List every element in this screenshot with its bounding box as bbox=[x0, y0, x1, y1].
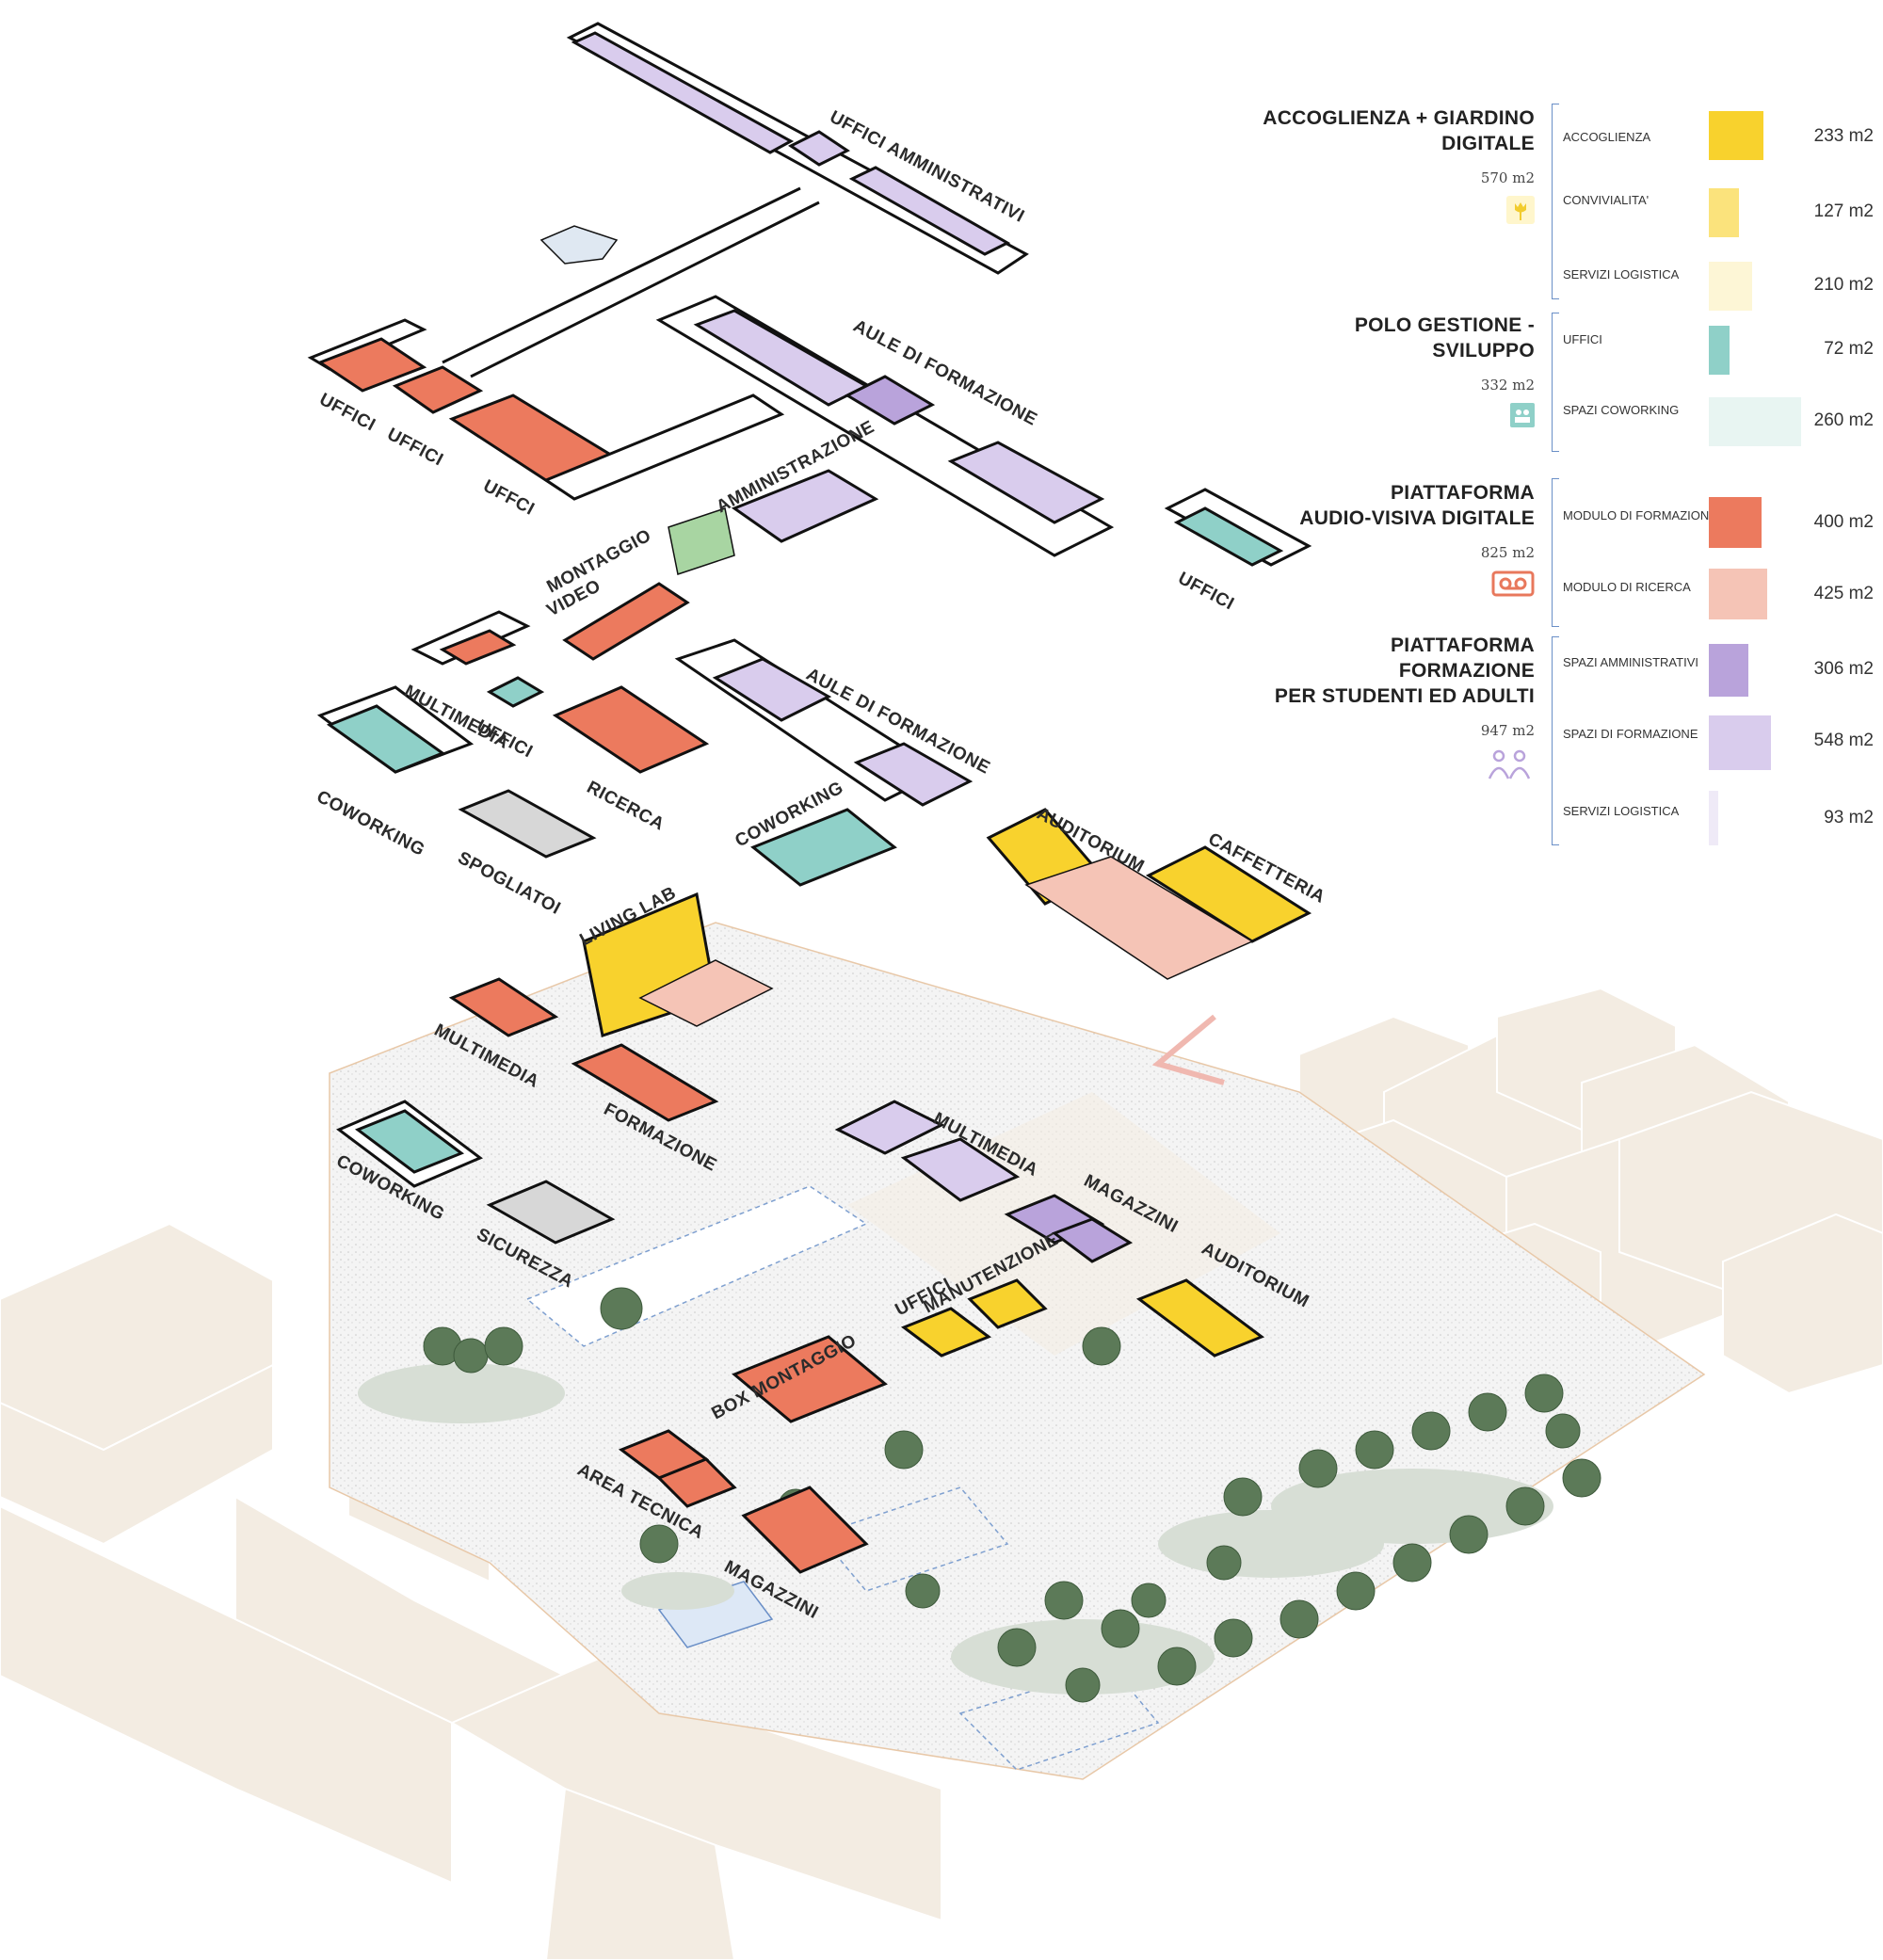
legend-item-value: 548 m2 bbox=[1813, 731, 1874, 750]
legend-item-value: 210 m2 bbox=[1813, 275, 1874, 295]
legend-item-label: ACCOGLIENZA bbox=[1563, 130, 1651, 144]
people-board-icon bbox=[1510, 403, 1535, 432]
legend-item-label: MODULO DI RICERCA bbox=[1563, 580, 1691, 594]
legend-item-label: UFFICI bbox=[1563, 332, 1602, 346]
legend-item-value: 93 m2 bbox=[1824, 808, 1874, 827]
legend-title-line: PER STUDENTI ED ADULTI bbox=[1274, 685, 1535, 707]
legend-swatch bbox=[1709, 644, 1748, 697]
legend-bracket bbox=[1552, 478, 1560, 627]
label-spogliatoi: SPOGLIATOI bbox=[455, 848, 564, 919]
legend-swatch bbox=[1709, 262, 1752, 311]
legend-title-line: PIATTAFORMA FORMAZIONE bbox=[1391, 635, 1535, 682]
legend-item-value: 260 m2 bbox=[1813, 410, 1874, 430]
legend-group-title: PIATTAFORMA FORMAZIONE PER STUDENTI ED A… bbox=[1252, 633, 1535, 709]
legend-group-area: 825 m2 bbox=[1480, 544, 1535, 561]
legend-item-value: 400 m2 bbox=[1813, 512, 1874, 532]
legend-item-label: MODULO DI FORMAZIONE bbox=[1563, 508, 1717, 522]
legend-swatch bbox=[1709, 397, 1801, 446]
legend-item-label: SPAZI AMMINISTRATIVI bbox=[1563, 655, 1698, 669]
legend-group-title: PIATTAFORMA AUDIO-VISIVA DIGITALE bbox=[1252, 480, 1535, 531]
legend-group-polo-gestione: POLO GESTIONE - SVILUPPO 332 m2 bbox=[1252, 313, 1535, 432]
legend-swatch bbox=[1709, 569, 1767, 619]
legend-item-value: 127 m2 bbox=[1813, 201, 1874, 221]
legend-item-label: SERVIZI LOGISTICA bbox=[1563, 267, 1680, 281]
legend-item-label: SPAZI DI FORMAZIONE bbox=[1563, 727, 1698, 741]
legend: ACCOGLIENZA + GIARDINO DIGITALE 570 m2 A… bbox=[1252, 94, 1874, 866]
label-uffici-a: UFFICI bbox=[316, 390, 379, 436]
two-people-icon bbox=[1484, 748, 1535, 785]
legend-item-value: 425 m2 bbox=[1813, 584, 1874, 603]
legend-group-audio-visiva: PIATTAFORMA AUDIO-VISIVA DIGITALE 825 m2 bbox=[1252, 480, 1535, 602]
legend-swatch bbox=[1709, 715, 1771, 770]
tulip-icon bbox=[1506, 196, 1535, 229]
legend-title-line: AUDIO-VISIVA DIGITALE bbox=[1299, 507, 1535, 529]
legend-swatch bbox=[1709, 497, 1762, 548]
label-uffici-b: UFFICI bbox=[384, 425, 447, 471]
legend-item-label: CONVIVIALITA' bbox=[1563, 193, 1650, 207]
label-uffici-right: UFFICI bbox=[1175, 569, 1238, 615]
legend-group-area: 570 m2 bbox=[1480, 169, 1535, 186]
legend-group-accoglienza: ACCOGLIENZA + GIARDINO DIGITALE 570 m2 bbox=[1252, 105, 1535, 229]
legend-group-title: ACCOGLIENZA + GIARDINO DIGITALE bbox=[1252, 105, 1535, 156]
label-ricerca: RICERCA bbox=[584, 778, 668, 835]
cassette-icon bbox=[1491, 570, 1535, 602]
level-2 bbox=[316, 582, 1312, 1245]
legend-title-line: SVILUPPO bbox=[1432, 340, 1535, 361]
legend-title-line: ACCOGLIENZA + GIARDINO bbox=[1263, 107, 1535, 129]
legend-title-line: PIATTAFORMA bbox=[1391, 482, 1535, 504]
legend-group-formazione: PIATTAFORMA FORMAZIONE PER STUDENTI ED A… bbox=[1252, 633, 1535, 785]
legend-item-label: SERVIZI LOGISTICA bbox=[1563, 804, 1680, 818]
level-1 bbox=[618, 1100, 1265, 1574]
legend-bracket bbox=[1552, 636, 1560, 845]
legend-group-title: POLO GESTIONE - SVILUPPO bbox=[1252, 313, 1535, 363]
legend-item-value: 72 m2 bbox=[1824, 339, 1874, 359]
legend-swatch bbox=[1709, 326, 1730, 375]
legend-group-area: 947 m2 bbox=[1480, 722, 1535, 739]
legend-swatch bbox=[1709, 791, 1718, 845]
legend-bracket bbox=[1552, 313, 1560, 452]
label-uffci: UFFCI bbox=[480, 476, 538, 520]
level-3 bbox=[307, 22, 1312, 575]
legend-item-value: 306 m2 bbox=[1813, 659, 1874, 679]
legend-bracket bbox=[1552, 104, 1560, 299]
legend-item-value: 233 m2 bbox=[1813, 126, 1874, 146]
legend-swatch bbox=[1709, 111, 1763, 160]
legend-item-label: SPAZI COWORKING bbox=[1563, 403, 1680, 417]
legend-title-line: POLO GESTIONE - bbox=[1354, 314, 1535, 336]
trees bbox=[423, 1287, 1601, 1703]
legend-swatch bbox=[1709, 188, 1739, 237]
label-coworking-l1: COWORKING bbox=[314, 787, 428, 860]
legend-title-line: DIGITALE bbox=[1441, 133, 1535, 154]
legend-group-area: 332 m2 bbox=[1480, 377, 1535, 394]
